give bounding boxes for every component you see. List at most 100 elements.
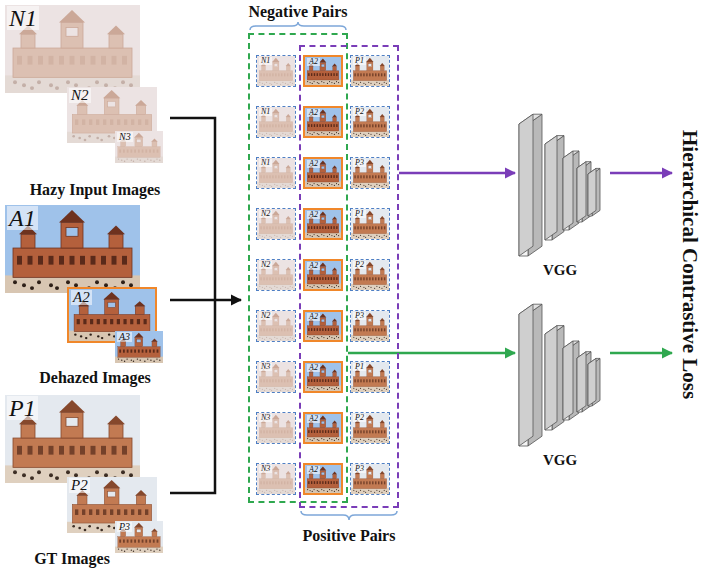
person — [327, 236, 328, 237]
window — [333, 328, 334, 331]
window — [333, 430, 334, 433]
person — [259, 286, 260, 287]
person — [66, 80, 70, 84]
person — [386, 287, 387, 288]
person — [285, 287, 286, 288]
person — [374, 339, 375, 340]
window — [138, 119, 141, 125]
clock — [368, 370, 371, 373]
vgg-layer — [545, 326, 557, 430]
person — [144, 161, 145, 162]
pair-feature-arrow — [348, 352, 515, 355]
person — [358, 390, 359, 391]
person — [363, 83, 364, 84]
person — [323, 235, 324, 236]
person — [318, 83, 319, 84]
person — [384, 133, 385, 134]
window — [325, 481, 326, 484]
ground — [351, 131, 389, 137]
window — [384, 124, 385, 127]
person — [353, 133, 354, 134]
window — [112, 446, 117, 455]
person — [259, 439, 260, 440]
window — [275, 124, 276, 127]
pair-tile: N3 — [256, 463, 296, 495]
person — [282, 490, 283, 491]
person — [274, 337, 275, 338]
window — [357, 124, 358, 127]
window — [322, 328, 323, 331]
window — [357, 481, 358, 484]
person — [266, 286, 267, 287]
window — [263, 277, 264, 280]
window — [322, 73, 323, 76]
person — [376, 82, 377, 83]
building — [307, 224, 339, 233]
tower — [367, 62, 373, 71]
ground — [351, 335, 389, 341]
vgg-network — [515, 300, 605, 450]
person — [384, 235, 385, 236]
person — [360, 286, 361, 287]
tower — [79, 306, 88, 314]
window — [260, 328, 261, 331]
window — [82, 119, 85, 125]
window — [284, 73, 285, 76]
window — [142, 539, 144, 542]
ground — [115, 157, 163, 163]
image-label: P2 — [353, 108, 366, 116]
person — [307, 234, 308, 235]
person — [329, 438, 330, 439]
person — [287, 390, 288, 391]
person — [338, 439, 339, 440]
person — [365, 135, 366, 136]
roof — [59, 10, 85, 23]
person — [327, 287, 328, 288]
ground — [305, 79, 341, 85]
person — [259, 490, 260, 491]
person — [144, 551, 145, 552]
person — [282, 439, 283, 440]
person — [287, 135, 288, 136]
tower — [121, 532, 126, 537]
building — [259, 479, 292, 489]
tower — [333, 219, 337, 223]
person — [274, 388, 275, 389]
ground — [115, 547, 163, 553]
roof — [103, 292, 120, 300]
tower — [367, 164, 373, 173]
window — [80, 446, 85, 455]
person — [323, 490, 324, 491]
window — [308, 379, 309, 382]
roof — [286, 114, 291, 117]
person — [259, 235, 260, 236]
person — [266, 133, 267, 134]
tower — [356, 168, 360, 173]
person — [312, 389, 313, 390]
person — [379, 389, 380, 390]
person — [153, 551, 154, 552]
window — [360, 73, 361, 76]
window — [336, 277, 337, 280]
window — [311, 175, 312, 178]
ground — [257, 284, 295, 290]
dehazed-image: A1 — [5, 205, 140, 293]
window — [97, 319, 100, 324]
window — [384, 277, 385, 280]
window — [354, 328, 355, 331]
person — [317, 286, 318, 287]
roof — [286, 420, 291, 423]
tower — [273, 368, 279, 377]
person — [310, 490, 311, 491]
window — [319, 73, 320, 76]
window — [375, 481, 376, 484]
window — [123, 349, 125, 352]
ground — [305, 181, 341, 187]
person — [358, 84, 359, 85]
window — [138, 149, 140, 152]
person — [55, 286, 59, 290]
person — [140, 159, 141, 160]
tower — [121, 342, 126, 347]
sky — [305, 261, 341, 289]
ground — [305, 232, 341, 238]
